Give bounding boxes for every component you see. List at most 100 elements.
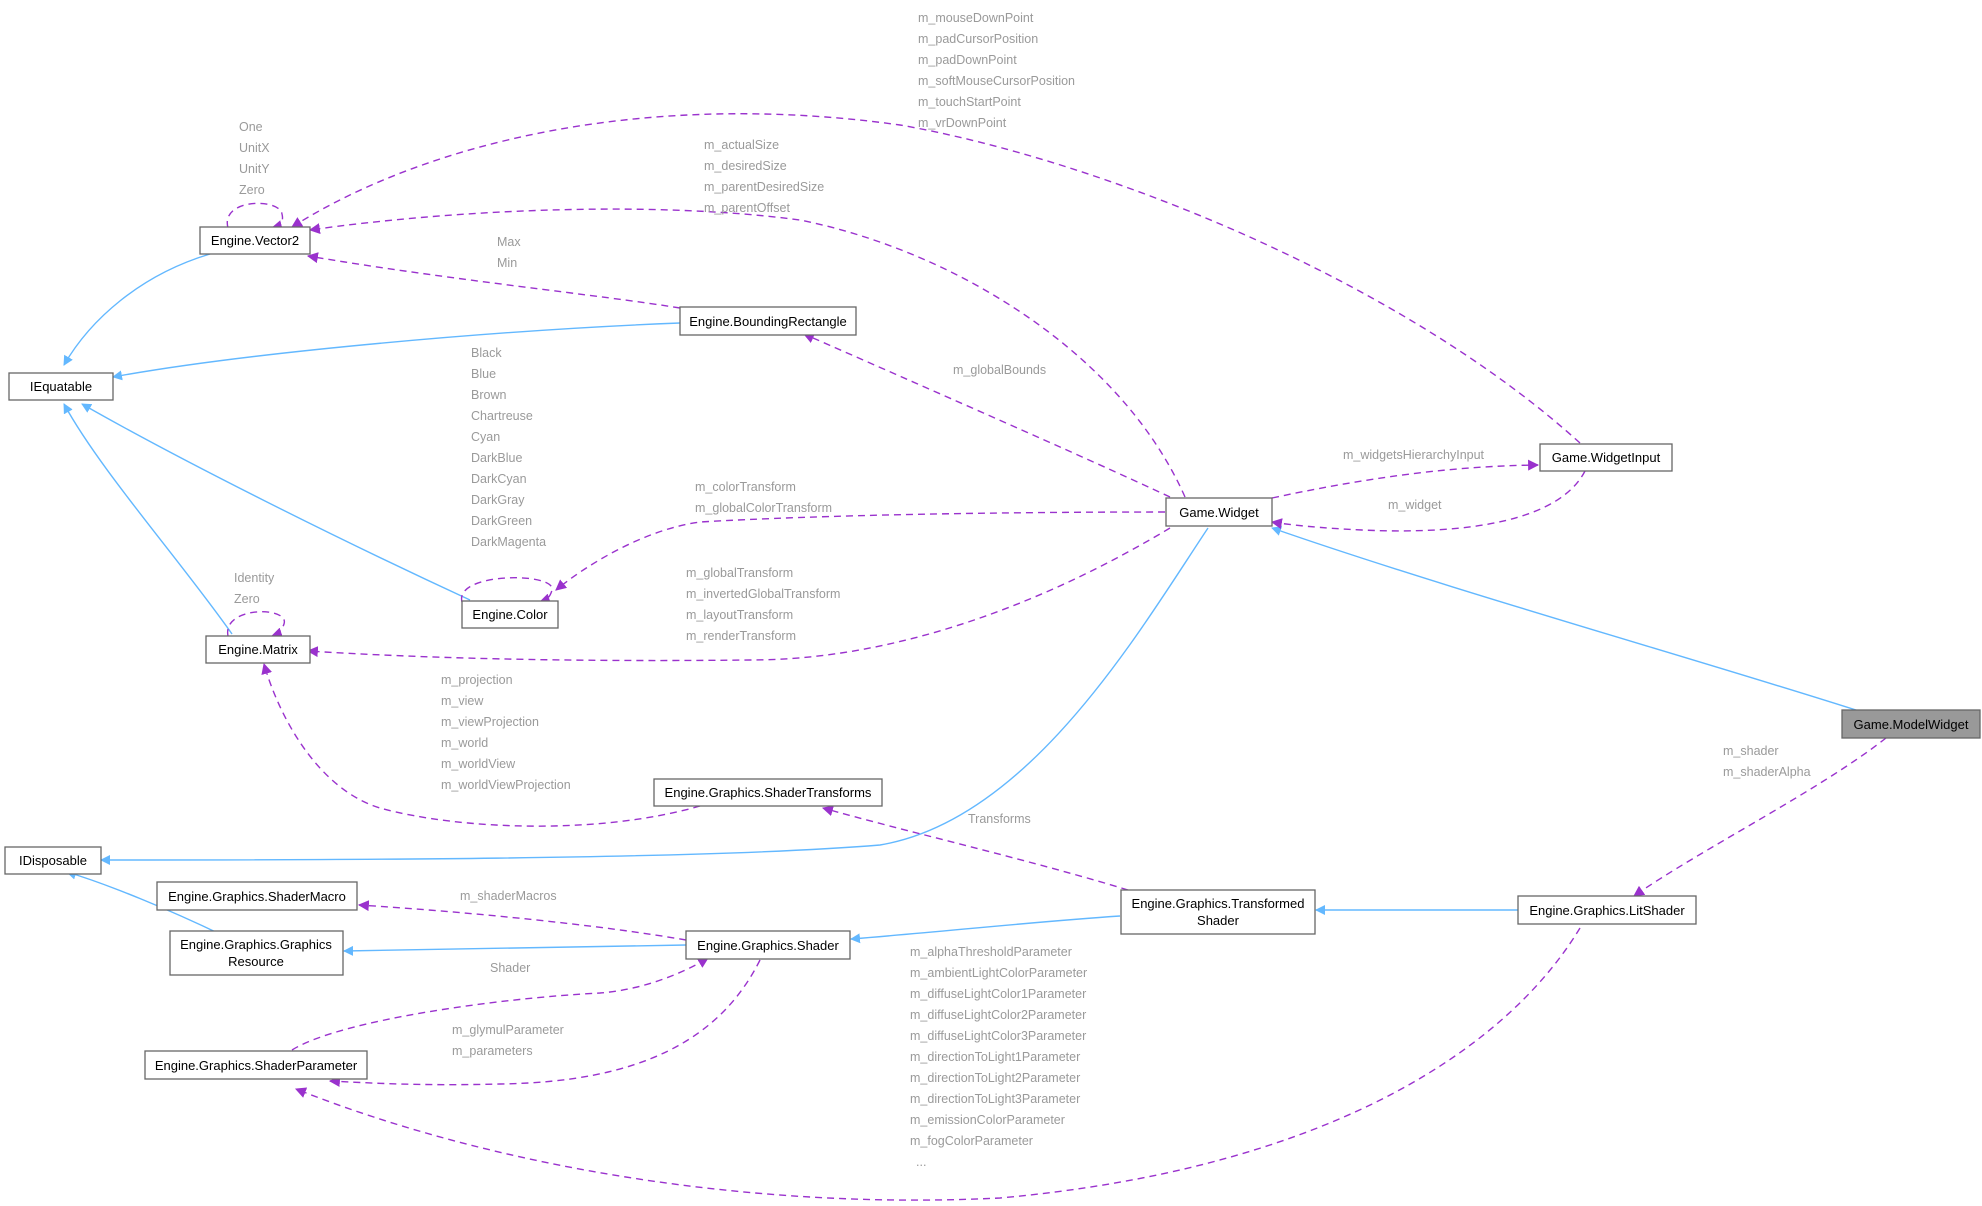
edge-label: Chartreuse bbox=[471, 409, 533, 423]
label-group-shader-parameter: m_glymulParameter m_parameters bbox=[452, 1023, 564, 1058]
edge-label: m_directionToLight2Parameter bbox=[910, 1071, 1080, 1085]
edge-widget-to-widgetinput bbox=[1271, 459, 1540, 499]
node-label: Engine.Graphics.ShaderParameter bbox=[155, 1058, 358, 1073]
edge-matrix-self bbox=[227, 611, 285, 639]
node-label: Game.Widget bbox=[1179, 505, 1259, 520]
label-group-vector2-self: One UnitX UnitY Zero bbox=[239, 120, 270, 197]
node-engine-graphics-graphicsresource[interactable]: Engine.Graphics.Graphics Resource bbox=[169, 930, 344, 976]
node-label: IDisposable bbox=[19, 853, 87, 868]
node-game-modelwidget[interactable]: Game.ModelWidget bbox=[1841, 709, 1981, 739]
node-label: Engine.Graphics.Transformed bbox=[1132, 896, 1305, 911]
edge-label: m_invertedGlobalTransform bbox=[686, 587, 840, 601]
edge-label: Zero bbox=[234, 592, 260, 606]
edge-label: m_widgetsHierarchyInput bbox=[1343, 448, 1485, 462]
edge-label: DarkCyan bbox=[471, 472, 527, 486]
edge-transformedshader-inherits-shader bbox=[850, 915, 1121, 944]
node-engine-boundingrectangle[interactable]: Engine.BoundingRectangle bbox=[679, 306, 857, 336]
edge-widget-to-vector2 bbox=[308, 208, 1186, 498]
edge-label: Cyan bbox=[471, 430, 500, 444]
edge-label: m_directionToLight3Parameter bbox=[910, 1092, 1080, 1106]
node-engine-graphics-litshader[interactable]: Engine.Graphics.LitShader bbox=[1517, 895, 1697, 925]
node-label: Engine.Vector2 bbox=[211, 233, 299, 248]
edge-label: m_shaderAlpha bbox=[1723, 765, 1811, 779]
edge-parameter-to-shader bbox=[291, 957, 709, 1051]
edge-vector2-self bbox=[226, 202, 284, 231]
edge-label: m_softMouseCursorPosition bbox=[918, 74, 1075, 88]
node-label: Engine.Graphics.Shader bbox=[697, 938, 839, 953]
edge-label: m_vrDownPoint bbox=[918, 116, 1007, 130]
edge-label: m_globalBounds bbox=[953, 363, 1046, 377]
edge-label: DarkGreen bbox=[471, 514, 532, 528]
edge-shadertransforms-to-matrix bbox=[261, 662, 701, 827]
label-group-parameter-shader: Shader bbox=[490, 961, 530, 975]
node-engine-vector2[interactable]: Engine.Vector2 bbox=[199, 226, 311, 255]
edge-label: m_view bbox=[441, 694, 484, 708]
edge-label: m_diffuseLightColor1Parameter bbox=[910, 987, 1086, 1001]
edge-modelwidget-inherits-widget bbox=[1271, 526, 1863, 713]
node-game-widgetinput[interactable]: Game.WidgetInput bbox=[1539, 443, 1673, 472]
node-iequatable[interactable]: IEquatable bbox=[8, 372, 114, 401]
edge-label: UnitY bbox=[239, 162, 270, 176]
edge-label: DarkGray bbox=[471, 493, 525, 507]
label-group-widgetinput-widget: m_widget bbox=[1388, 498, 1442, 512]
label-group-transformed-shadertransforms: Transforms bbox=[968, 812, 1031, 826]
label-group-modelwidget-litshader: m_shader m_shaderAlpha bbox=[1723, 744, 1811, 779]
edge-shader-to-parameter bbox=[328, 959, 761, 1087]
node-label: Engine.Color bbox=[472, 607, 548, 622]
edge-widget-to-boundingrect bbox=[802, 332, 1171, 498]
edge-label: Identity bbox=[234, 571, 275, 585]
node-label: Shader bbox=[1197, 913, 1240, 928]
edge-transformedshader-to-shadertransforms bbox=[821, 805, 1129, 891]
edge-graphicsresource-inherits-idisposable bbox=[66, 869, 223, 936]
edge-label: m_colorTransform bbox=[695, 480, 796, 494]
edge-label: m_world bbox=[441, 736, 488, 750]
node-label: IEquatable bbox=[30, 379, 92, 394]
edge-widget-to-matrix bbox=[306, 527, 1171, 662]
edge-matrix-inherits-iequatable bbox=[63, 403, 233, 635]
edge-label: Transforms bbox=[968, 812, 1031, 826]
edge-label: UnitX bbox=[239, 141, 270, 155]
edge-shader-inherits-graphicsresource bbox=[343, 944, 687, 956]
edge-modelwidget-to-litshader bbox=[1633, 737, 1887, 897]
edge-label: m_alphaThresholdParameter bbox=[910, 945, 1072, 959]
edge-label: DarkMagenta bbox=[471, 535, 546, 549]
label-group-widgetinput-vector2: m_mouseDownPoint m_padCursorPosition m_p… bbox=[918, 11, 1075, 130]
edge-color-self bbox=[461, 577, 553, 605]
edge-label: m_globalColorTransform bbox=[695, 501, 832, 515]
edge-label: m_worldViewProjection bbox=[441, 778, 571, 792]
node-engine-graphics-shadermacro[interactable]: Engine.Graphics.ShaderMacro bbox=[156, 881, 358, 911]
node-label: Engine.BoundingRectangle bbox=[689, 314, 847, 329]
node-label: Engine.Matrix bbox=[218, 642, 298, 657]
node-idisposable[interactable]: IDisposable bbox=[4, 846, 102, 875]
edge-label: m_viewProjection bbox=[441, 715, 539, 729]
edge-label: m_mouseDownPoint bbox=[918, 11, 1034, 25]
node-engine-graphics-shaderparameter[interactable]: Engine.Graphics.ShaderParameter bbox=[144, 1050, 368, 1080]
node-label: Resource bbox=[228, 954, 284, 969]
edge-label: m_renderTransform bbox=[686, 629, 796, 643]
label-group-color-self: Black Blue Brown Chartreuse Cyan DarkBlu… bbox=[471, 346, 546, 549]
edge-label: m_shader bbox=[1723, 744, 1779, 758]
node-engine-color[interactable]: Engine.Color bbox=[461, 600, 559, 629]
node-label: Game.ModelWidget bbox=[1854, 717, 1969, 732]
edge-label: m_glymulParameter bbox=[452, 1023, 564, 1037]
edge-widgetinput-to-vector2 bbox=[291, 113, 1581, 444]
edge-label: ... bbox=[916, 1155, 926, 1169]
edge-vector2-inherits-iequatable bbox=[63, 253, 211, 366]
edge-label: m_widget bbox=[1388, 498, 1442, 512]
edge-label: Black bbox=[471, 346, 502, 360]
edge-color-inherits-iequatable bbox=[81, 403, 471, 601]
node-engine-matrix[interactable]: Engine.Matrix bbox=[205, 635, 311, 664]
node-game-widget[interactable]: Game.Widget bbox=[1165, 497, 1273, 527]
node-engine-graphics-shader[interactable]: Engine.Graphics.Shader bbox=[685, 930, 851, 960]
node-engine-graphics-shadertransforms[interactable]: Engine.Graphics.ShaderTransforms bbox=[653, 778, 883, 807]
edge-label: m_padDownPoint bbox=[918, 53, 1017, 67]
edge-label: m_ambientLightColorParameter bbox=[910, 966, 1087, 980]
label-group-widget-widgetinput: m_widgetsHierarchyInput bbox=[1343, 448, 1485, 462]
node-engine-graphics-transformedshader[interactable]: Engine.Graphics.Transformed Shader bbox=[1120, 889, 1316, 935]
node-label: Engine.Graphics.ShaderMacro bbox=[168, 889, 346, 904]
edge-label: m_padCursorPosition bbox=[918, 32, 1038, 46]
edge-label: Min bbox=[497, 256, 517, 270]
label-group-widget-vector2: m_actualSize m_desiredSize m_parentDesir… bbox=[704, 138, 824, 215]
node-label: Engine.Graphics.LitShader bbox=[1529, 903, 1685, 918]
